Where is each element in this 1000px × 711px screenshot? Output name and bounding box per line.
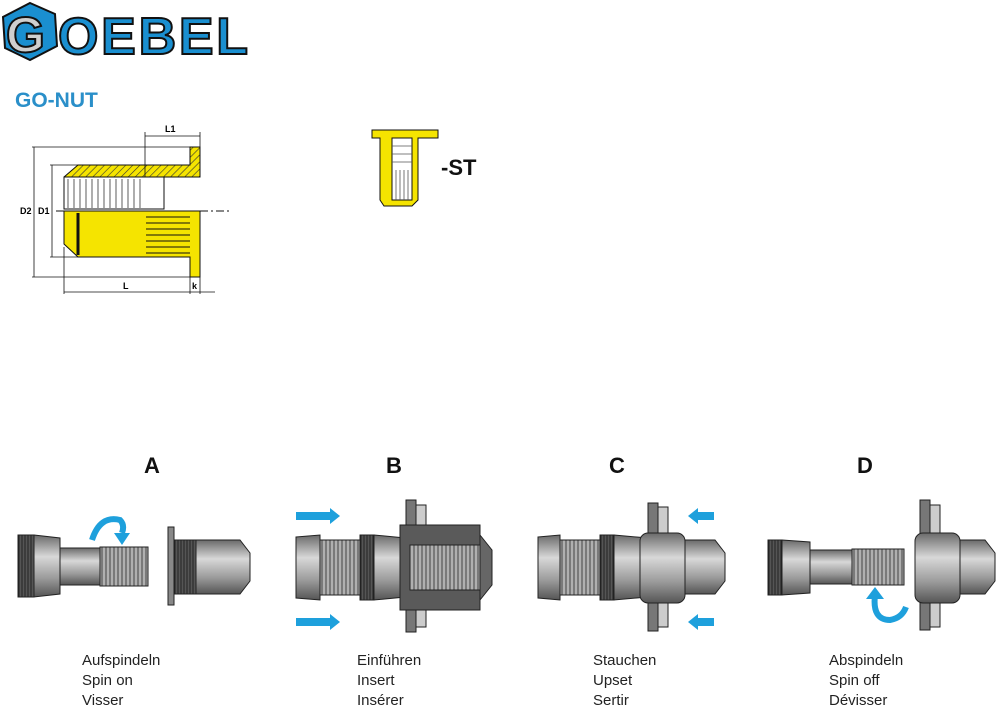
caption-fr: Sertir	[593, 692, 629, 709]
caption-en: Spin off	[829, 672, 880, 689]
rotate-back-arrow-icon	[871, 594, 909, 624]
step-b-caption: Einführen Insert Insérer	[357, 651, 421, 711]
step-letter-a: A	[144, 453, 160, 478]
caption-fr: Insérer	[357, 692, 404, 709]
step-d-caption: Abspindeln Spin off Dévisser	[829, 651, 903, 711]
step-a-illustration	[17, 516, 251, 606]
installation-steps-illustration	[17, 499, 996, 633]
go-nut-dimension-drawing: L1 D2 D1 L k	[20, 124, 230, 294]
caption-de: Stauchen	[593, 652, 657, 669]
dim-d2: D2	[20, 206, 32, 216]
caption-de: Einführen	[357, 652, 422, 669]
step-letter-c: C	[609, 453, 625, 478]
caption-fr: Dévisser	[829, 692, 888, 709]
step-letter-b: B	[386, 453, 402, 478]
caption-en: Spin on	[82, 672, 133, 689]
step-c-illustration	[537, 502, 726, 632]
step-c-caption: Stauchen Upset Sertir	[593, 651, 656, 711]
svg-text:G: G	[6, 7, 45, 63]
svg-text:OEBEL: OEBEL	[58, 8, 248, 66]
dim-d1: D1	[38, 206, 50, 216]
goebel-logo: G OEBEL	[1, 1, 249, 66]
step-letter-d: D	[857, 453, 873, 478]
caption-de: Aufspindeln	[82, 652, 161, 669]
step-b-illustration	[295, 499, 493, 633]
caption-de: Abspindeln	[829, 652, 904, 669]
st-variant-label: -ST	[441, 155, 477, 180]
rotate-arrow-icon	[89, 516, 127, 542]
dim-l1: L1	[165, 124, 176, 134]
dim-k: k	[192, 281, 198, 291]
step-d-illustration	[767, 499, 996, 631]
caption-en: Upset	[593, 672, 633, 689]
dim-l: L	[123, 281, 129, 291]
product-name: GO-NUT	[15, 89, 98, 112]
st-variant-icon	[371, 129, 439, 207]
caption-fr: Visser	[82, 692, 124, 709]
step-a-caption: Aufspindeln Spin on Visser	[82, 651, 160, 711]
caption-en: Insert	[357, 672, 395, 689]
